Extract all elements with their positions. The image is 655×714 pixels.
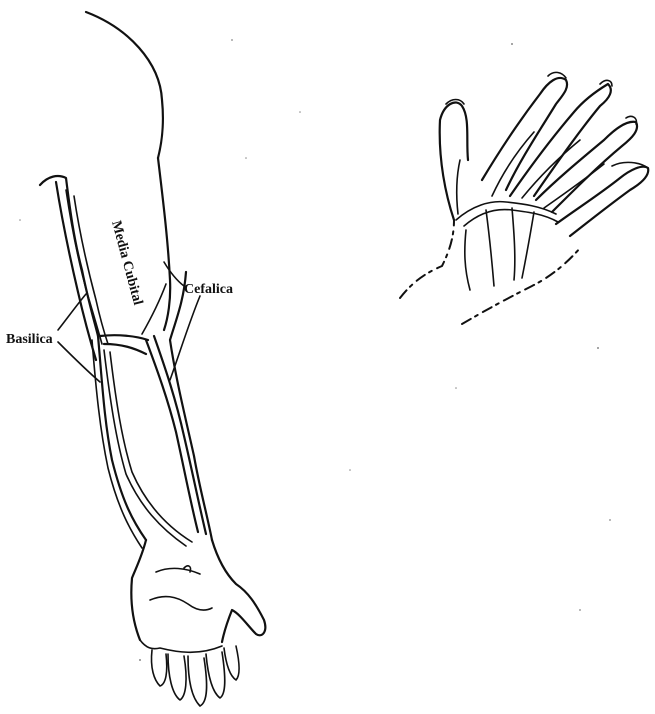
cephalic-leader-2 [170, 296, 200, 380]
label-cephalic: Cefalica [184, 282, 233, 297]
wrist-outline [131, 540, 146, 640]
hand-thumb-side [212, 540, 265, 642]
thenar-line [156, 568, 200, 574]
label-median-cubital: Media Cubital [108, 219, 145, 307]
dorsal-vein-2 [486, 210, 494, 286]
dorsal-vein-1 [465, 230, 470, 290]
dorsal-little-finger [556, 167, 648, 236]
dorsal-index-nail [548, 72, 566, 78]
label-basilic: Basilica [6, 332, 53, 347]
arm-outline-medial-forearm-2 [92, 340, 142, 548]
arm-drawing [40, 12, 265, 706]
dorsal-vein-arch-2 [464, 210, 558, 226]
dorsal-wrist-left [400, 220, 454, 298]
basilic-vein-b [74, 196, 108, 344]
dorsal-vein-3 [512, 208, 515, 280]
forearm-vein-medial-a [104, 350, 186, 546]
cephalic-vein-b [154, 336, 206, 534]
cephalic-leader-1 [164, 262, 184, 286]
dorsal-vein-thumb [457, 160, 460, 214]
arm-outline-lateral-upper [158, 158, 170, 330]
dorsal-thumb [440, 102, 468, 220]
dorsal-hand-drawing [400, 72, 648, 324]
hand-fingers [140, 640, 239, 706]
paper-speckles [19, 39, 611, 661]
arm-outline-shoulder [86, 12, 163, 158]
dorsal-middle-finger [510, 84, 611, 196]
palm-crease [150, 597, 212, 611]
dorsal-wrist-bottom [462, 248, 580, 324]
dorsal-index-finger [482, 78, 567, 190]
dorsal-vein-5 [492, 132, 534, 196]
dorsal-vein-4 [522, 212, 534, 278]
median-cubital-branch [142, 284, 166, 334]
dorsal-vein-arch [456, 202, 556, 220]
